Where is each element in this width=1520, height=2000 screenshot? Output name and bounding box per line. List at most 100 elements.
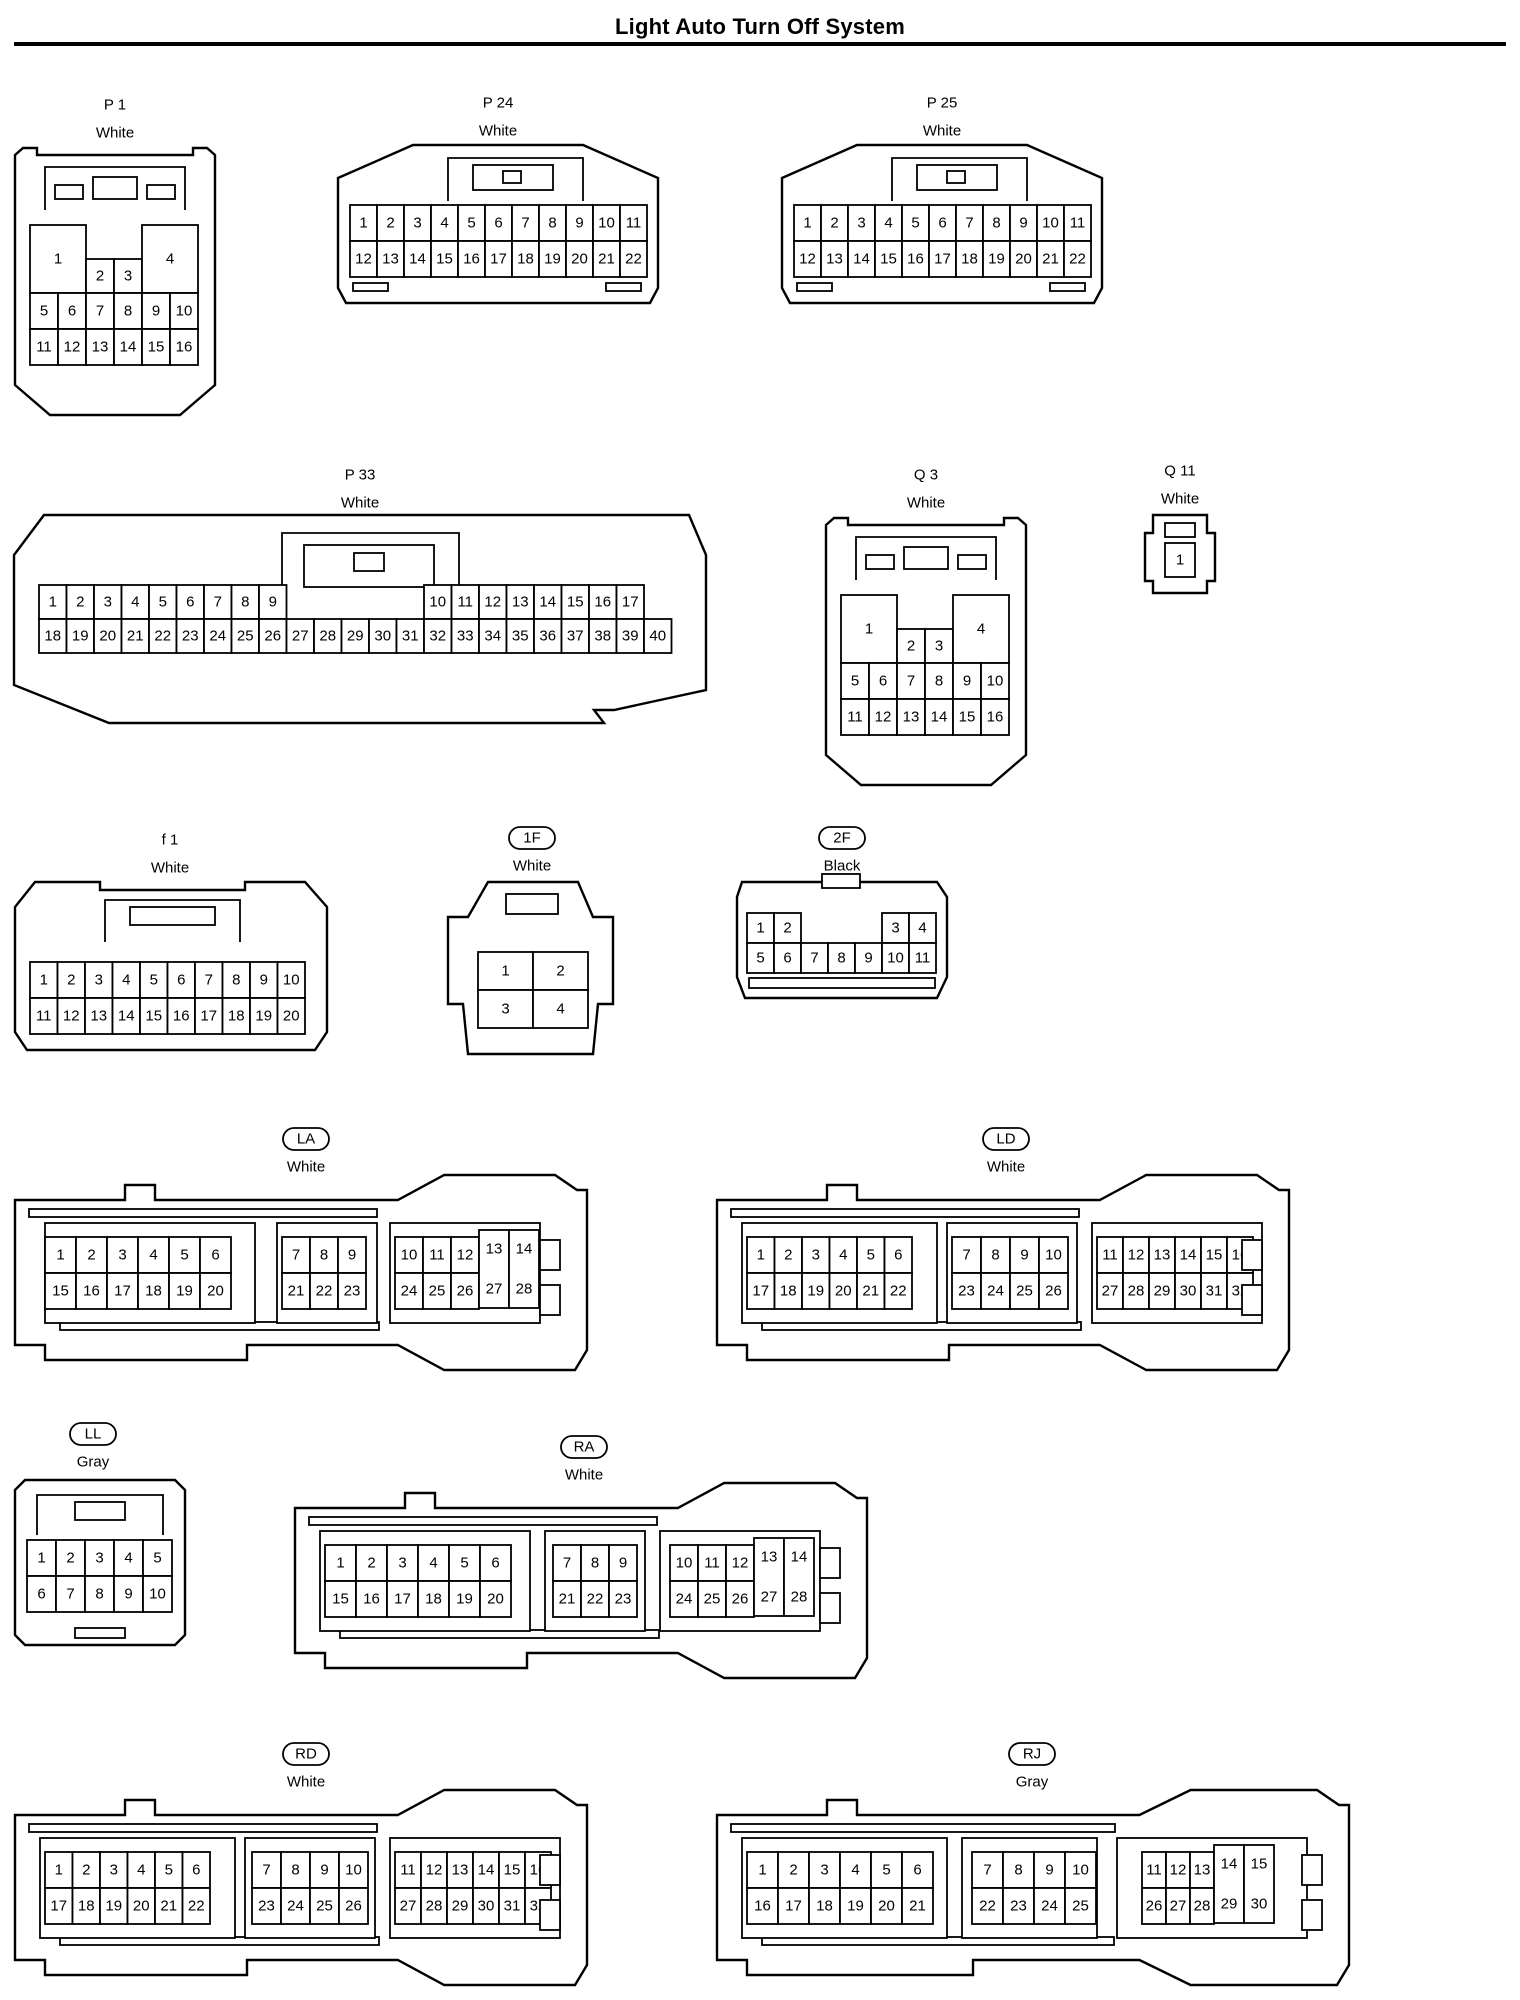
P24-pin-17: 17 (490, 251, 507, 268)
f1-pin-18-cell (221, 997, 251, 1035)
RJ-pin-1: 1 (758, 1862, 766, 1879)
LL-pin-2: 2 (66, 1550, 74, 1567)
RA-pin-7: 7 (563, 1555, 571, 1572)
P33-pin-5: 5 (159, 594, 167, 611)
RA-pin-18: 18 (425, 1591, 442, 1608)
RD-pin-26-cell (338, 1887, 369, 1925)
connector-name: P 33 (345, 467, 376, 484)
P33-pin-9-cell (258, 584, 288, 620)
RJ-pin-14: 14 (1221, 1856, 1238, 1873)
LA-pin-26-cell (450, 1272, 480, 1310)
LA-pin-25: 25 (429, 1283, 446, 1300)
P24-pin-13-cell (376, 240, 405, 278)
P24-pin-22: 22 (625, 251, 642, 268)
LA-pin-7: 7 (292, 1247, 300, 1264)
P24-pin-5: 5 (467, 215, 475, 232)
P1-pin-6: 6 (68, 303, 76, 320)
RJ-pin-23: 23 (1010, 1898, 1027, 1915)
2F-pin-7: 7 (810, 950, 818, 967)
LD-pin-31-cell (1200, 1272, 1228, 1310)
RA-pin-23: 23 (615, 1591, 632, 1608)
P25-pin-4-cell (874, 204, 903, 242)
connector-color: White (907, 495, 945, 512)
P1-pin-9-cell (141, 292, 171, 330)
RA-pin-24-cell (669, 1580, 699, 1618)
connector-color: White (479, 123, 517, 140)
2F-pin-8-cell (827, 942, 856, 974)
P24-pin-10: 10 (598, 215, 615, 232)
LD-pin-15: 15 (1206, 1247, 1223, 1264)
P1-pin-16: 16 (176, 339, 193, 356)
LA-pin-21: 21 (288, 1283, 305, 1300)
P33-pin-39: 39 (622, 628, 639, 645)
f1-pin-2: 2 (67, 972, 75, 989)
LD-pin-17: 17 (752, 1283, 769, 1300)
LL-pin-1: 1 (37, 1550, 45, 1567)
page-title: Light Auto Turn Off System (615, 14, 905, 39)
P24-pin-2: 2 (386, 215, 394, 232)
RJ-pin-22: 22 (979, 1898, 996, 1915)
LL-pin-10: 10 (149, 1586, 166, 1603)
Q11-pin-1: 1 (1176, 552, 1184, 569)
f1-pin-13-cell (84, 997, 114, 1035)
P1-pin-16-cell (169, 328, 199, 366)
Q3-pin-13: 13 (903, 709, 920, 726)
P33-pin-14: 14 (539, 594, 556, 611)
RA-pin-27: 27 (761, 1589, 778, 1606)
RD-pin-30: 30 (478, 1898, 495, 1915)
f1-pin-6: 6 (177, 972, 185, 989)
LA-pin-21-cell (281, 1272, 311, 1310)
P1-pin-6-cell (57, 292, 87, 330)
RJ-pin-28: 28 (1194, 1898, 1211, 1915)
connector-color: Black (824, 858, 861, 875)
RJ-pin-25-cell (1064, 1887, 1097, 1925)
P1-pin-1-cell (29, 224, 87, 294)
P24-pin-13: 13 (382, 251, 399, 268)
connector-code-oval (982, 1127, 1030, 1151)
P25-pin-6-cell (928, 204, 957, 242)
P33-pin-40-cell (643, 618, 673, 654)
LD-pin-24: 24 (987, 1283, 1004, 1300)
2F-pin-10: 10 (887, 950, 904, 967)
RJ-pin-24: 24 (1041, 1898, 1058, 1915)
LD-pin-5-cell (856, 1236, 886, 1274)
RA-pin-13: 13 (761, 1549, 778, 1566)
RD-pin-2: 2 (82, 1862, 90, 1879)
RA-pin-2: 2 (367, 1555, 375, 1572)
f1-pin-10: 10 (283, 972, 300, 989)
LL-pin-7: 7 (66, 1586, 74, 1603)
P33-pin-6-cell (175, 584, 205, 620)
P24-pin-16: 16 (463, 251, 480, 268)
connector-name: 2F (833, 830, 851, 847)
f1-pin-7: 7 (205, 972, 213, 989)
P33-pin-21: 21 (127, 628, 144, 645)
LL-pin-9-cell (113, 1575, 144, 1613)
RD-pin-28-cell (420, 1887, 448, 1925)
P1-pin-12: 12 (64, 339, 81, 356)
P33-pin-23: 23 (182, 628, 199, 645)
connector-name: P 1 (104, 97, 126, 114)
P33-pin-27: 27 (292, 628, 309, 645)
LL-pin-4: 4 (124, 1550, 132, 1567)
RD-pin-9: 9 (320, 1862, 328, 1879)
RJ-pin-6: 6 (913, 1862, 921, 1879)
RA-pin-16-cell (355, 1580, 388, 1618)
P25-pin-1: 1 (803, 215, 811, 232)
Q3-pin-16: 16 (987, 709, 1004, 726)
P25-pin-3-cell (847, 204, 876, 242)
P25-pin-11: 11 (1070, 215, 1086, 232)
2F-pin-11-cell (908, 942, 937, 974)
RJ-pin-24-cell (1033, 1887, 1066, 1925)
connector-code-oval (69, 1422, 117, 1446)
RD-pin-6: 6 (192, 1862, 200, 1879)
P33-pin-29: 29 (347, 628, 364, 645)
connector-code-oval (818, 826, 866, 850)
P33-pin-12: 12 (484, 594, 501, 611)
LD-pin-20: 20 (835, 1283, 852, 1300)
RD-pin-18: 18 (78, 1898, 95, 1915)
P24-pin-8: 8 (548, 215, 556, 232)
RJ-pin-11: 11 (1146, 1862, 1162, 1879)
